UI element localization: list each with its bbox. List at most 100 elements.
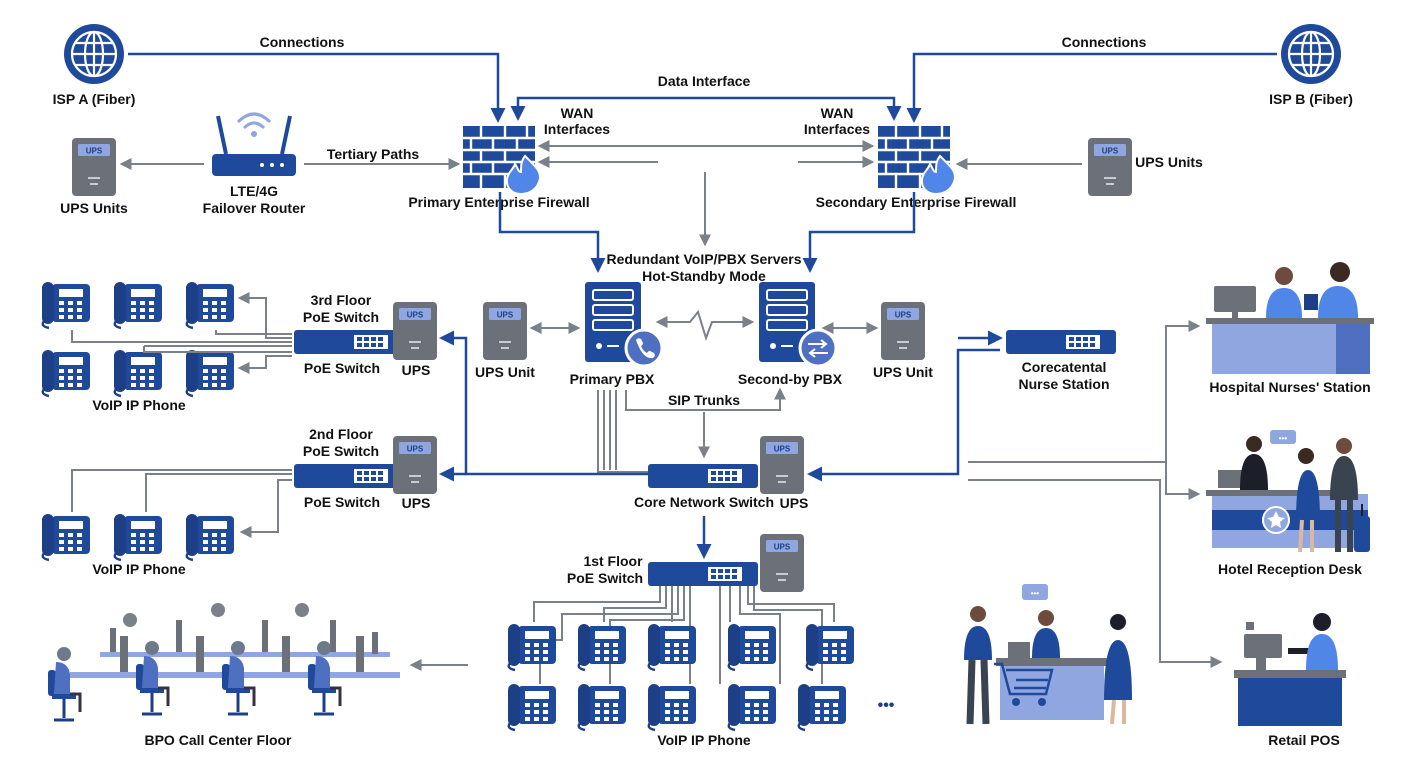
floor1-label-2: PoE Switch (567, 570, 643, 586)
voip-phone (576, 622, 628, 672)
ups-unit-left-label: UPS Unit (475, 364, 535, 380)
primary-firewall-icon (461, 124, 542, 196)
core-ups-label: UPS (780, 495, 809, 511)
hospital-nurses-illustration (1206, 262, 1374, 374)
voip-servers-label-2: Hot-Standby Mode (642, 268, 766, 284)
voip-phone (804, 622, 856, 672)
secondary-firewall-to-pbx-line (802, 192, 916, 273)
voip-phone (40, 280, 92, 330)
to-retail-line (968, 479, 1223, 668)
tertiary-paths-label: Tertiary Paths (327, 146, 420, 162)
more-phones-ellipsis: ••• (878, 697, 895, 714)
isp-a-label: ISP A (Fiber) (53, 91, 136, 107)
isp-a-globe-icon (62, 22, 126, 86)
isp-a-connection-line (128, 52, 506, 123)
connections-left-label: Connections (260, 34, 345, 50)
floor2-phones (40, 512, 236, 562)
core-ups-icon (759, 435, 805, 495)
voip-phone (646, 622, 698, 672)
ups-unit-right-label: UPS Unit (873, 364, 933, 380)
floor2-label-2: PoE Switch (303, 443, 379, 459)
floor3-label-2: PoE Switch (303, 309, 379, 325)
voip-phone (506, 622, 558, 672)
floor2-ups-label: UPS (402, 495, 431, 511)
voip-phone (506, 682, 558, 732)
router-label-1: LTE/4G (230, 183, 278, 199)
primary-pbx-label: Primary PBX (570, 371, 655, 387)
voip-phone-2-label: VoIP IP Phone (92, 561, 186, 577)
isp-b-label: ISP B (Fiber) (1269, 91, 1353, 107)
hospital-label: Hospital Nurses' Station (1209, 379, 1370, 395)
sip-trunks-label: SIP Trunks (668, 392, 740, 408)
bpo-call-center-illustration (46, 603, 400, 722)
voip-phone (796, 682, 848, 732)
data-interface-line (510, 96, 902, 121)
voip-phone (184, 512, 236, 562)
ups-units-left-icon (71, 137, 117, 197)
floor2-poe-switch-icon (294, 464, 404, 488)
isp-b-globe-icon (1279, 22, 1343, 86)
nurse-station-label-1: Corecatental (1022, 359, 1107, 375)
svg-text:•••: ••• (1031, 589, 1040, 598)
voip-phone (646, 682, 698, 732)
heartbeat-link-line (655, 309, 755, 342)
floor2-label-1: 2nd Floor (309, 426, 373, 442)
voip-phone-1-label: VoIP IP Phone (657, 732, 751, 748)
ups-units-left-label: UPS Units (60, 200, 128, 216)
connections-right-label: Connections (1062, 34, 1147, 50)
hotel-reception-illustration: ••• (1206, 430, 1370, 553)
sip-trunk-line (625, 387, 786, 411)
floor3-poe-switch-icon (294, 330, 404, 354)
voip-phone (726, 622, 778, 672)
floor3-ups-label: UPS (402, 362, 431, 378)
voip-phone (576, 682, 628, 732)
router-label-2: Failover Router (203, 200, 306, 216)
floor1-ups-icon (759, 533, 805, 593)
core-to-floor3-line (439, 330, 648, 476)
floor3-poe-switch-label: PoE Switch (304, 360, 380, 376)
floor3-ups-icon (392, 301, 438, 361)
failover-sync-icon (798, 328, 838, 368)
hotel-label: Hotel Reception Desk (1218, 561, 1362, 577)
floor3-phones (40, 280, 236, 398)
second-pbx-label: Second-by PBX (738, 371, 843, 387)
data-interface-label: Data Interface (658, 73, 751, 89)
ups-unit-left-icon (482, 301, 528, 361)
ups-unit-right-icon (880, 301, 926, 361)
voip-phone (184, 348, 236, 398)
floor2-phone-links (71, 469, 292, 538)
secondary-firewall-label: Secondary Enterprise Firewall (816, 194, 1017, 210)
floor3-phone-links (71, 292, 292, 374)
floor1-poe-switch-icon (648, 562, 758, 586)
nurse-to-core-line (807, 348, 1000, 482)
voip-phone (112, 348, 164, 398)
floor1-label-1: 1st Floor (583, 553, 643, 569)
retail-label: Retail POS (1268, 732, 1340, 748)
svg-text:•••: ••• (1279, 434, 1288, 443)
voip-servers-label-1: Redundant VoIP/PBX Servers (606, 251, 801, 267)
wan-left-label-2: Interfaces (544, 121, 610, 137)
floor2-ups-icon (392, 435, 438, 495)
ups-units-right-label: UPS Units (1135, 154, 1203, 170)
voip-phone (112, 280, 164, 330)
nurse-station-label-2: Nurse Station (1018, 376, 1109, 392)
wan-right-label-2: Interfaces (804, 121, 870, 137)
voip-phone (40, 348, 92, 398)
ups-units-right-icon (1087, 137, 1133, 197)
floor3-label-1: 3rd Floor (311, 292, 372, 308)
to-hospital-line (968, 320, 1201, 463)
wan-left-label-1: WAN (561, 105, 594, 121)
retail-pos-illustration (1234, 613, 1346, 726)
phone-call-icon (624, 328, 664, 368)
pbx-to-core-lines (597, 390, 648, 473)
voip-phone-3-label: VoIP IP Phone (92, 397, 186, 413)
primary-firewall-to-pbx-line (498, 192, 606, 273)
voip-phone (184, 280, 236, 330)
nurse-station-switch-icon (1006, 330, 1116, 354)
core-switch-label: Core Network Switch (634, 494, 774, 510)
isp-b-connection-line (906, 52, 1277, 123)
to-hotel-line (1165, 462, 1201, 500)
floor2-poe-switch-label: PoE Switch (304, 494, 380, 510)
